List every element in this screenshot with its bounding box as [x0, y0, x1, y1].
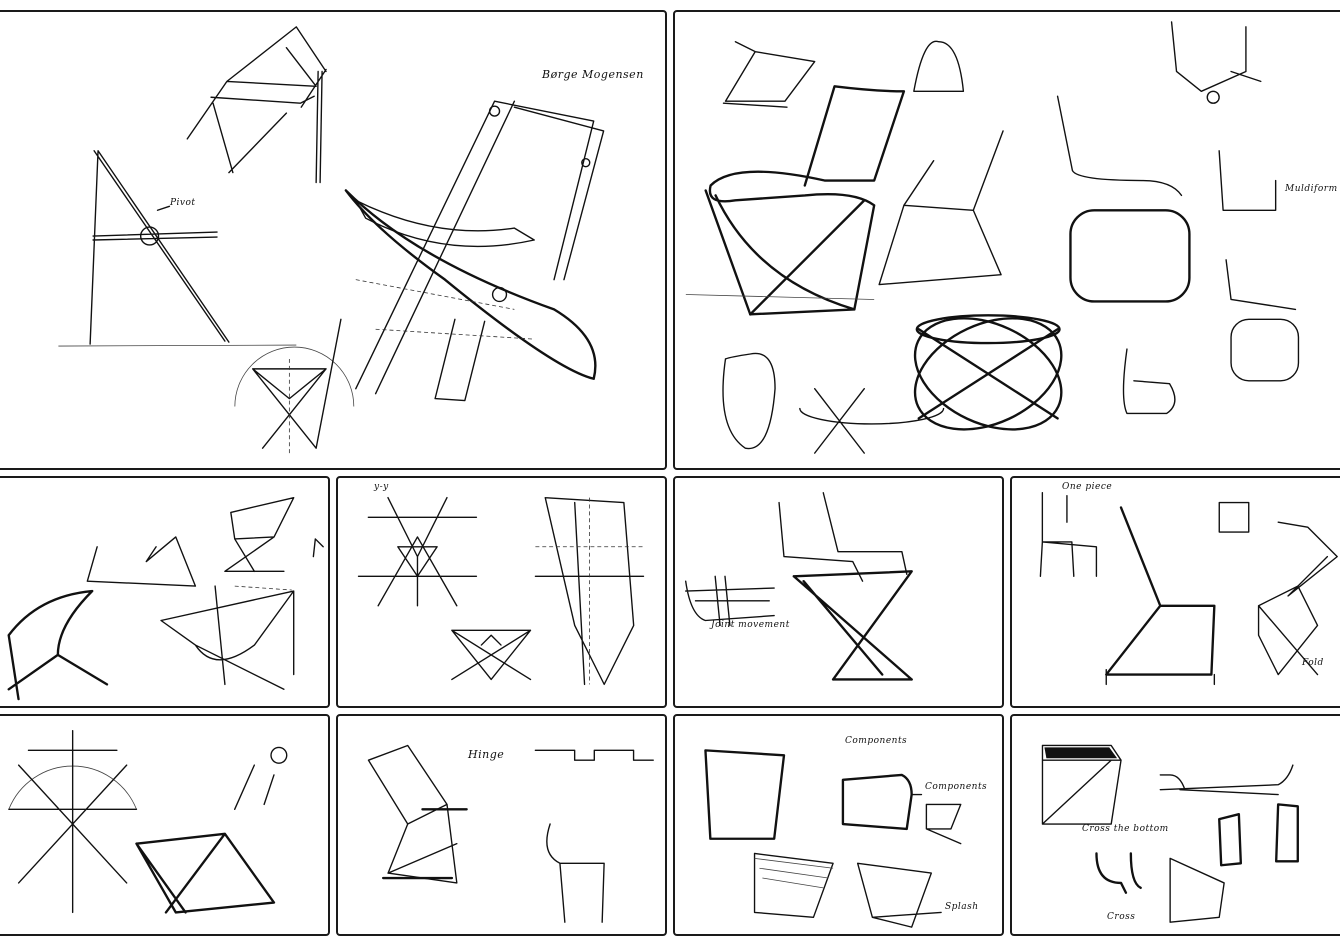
lounge-chairs-drawing — [7, 496, 324, 701]
components-annotation-b: Components — [925, 782, 988, 792]
components-drawing — [704, 749, 962, 928]
sketch-panel-cross: Cross the bottom Cross — [1010, 714, 1340, 936]
hinge-annotation: Hinge — [468, 748, 505, 761]
sketch-panel-x-geometry — [0, 714, 330, 936]
cross-bottom-annotation: Cross the bottom — [1082, 824, 1169, 834]
sketch-panel-star-folds: y-y — [336, 476, 667, 708]
components-annotation-a: Components — [845, 736, 908, 746]
side-annotation: Muldiform — [1285, 184, 1338, 194]
pivot-annotation: Pivot — [170, 198, 196, 208]
sketch-panel-one-piece: One piece Fold — [1010, 476, 1340, 708]
one-piece-drawing — [1039, 492, 1338, 686]
one-piece-annotation: One piece — [1062, 482, 1113, 492]
joint-annotation: Joint movement — [711, 620, 790, 630]
joint-chair-drawing — [684, 492, 913, 681]
designer-annotation: Børge Mogensen — [542, 68, 644, 81]
star-folds-drawing — [357, 496, 645, 686]
fold-annotation: Fold — [1302, 658, 1324, 668]
tube-forms-drawing — [685, 21, 1300, 454]
splash-annotation: Splash — [945, 902, 979, 912]
axis-annotation: y-y — [374, 482, 389, 492]
sketch-panel-lounge-chairs — [0, 476, 330, 708]
sketch-panel-joint-chair: Joint movement — [673, 476, 1004, 708]
hinge-drawing — [367, 744, 654, 923]
sketch-panel-components: Components Components Splash — [673, 714, 1004, 936]
x-geometry-drawing — [8, 730, 288, 914]
cross-annotation: Cross — [1107, 912, 1136, 922]
cross-drawing — [1041, 744, 1299, 923]
sketch-panel-hinge: Hinge — [336, 714, 667, 936]
sketch-panel-folding-chair: Pivot Børge Mogensen — [0, 10, 667, 470]
sketch-panel-tube-forms: Muldiform — [673, 10, 1340, 470]
folding-chair-drawing — [58, 26, 605, 454]
